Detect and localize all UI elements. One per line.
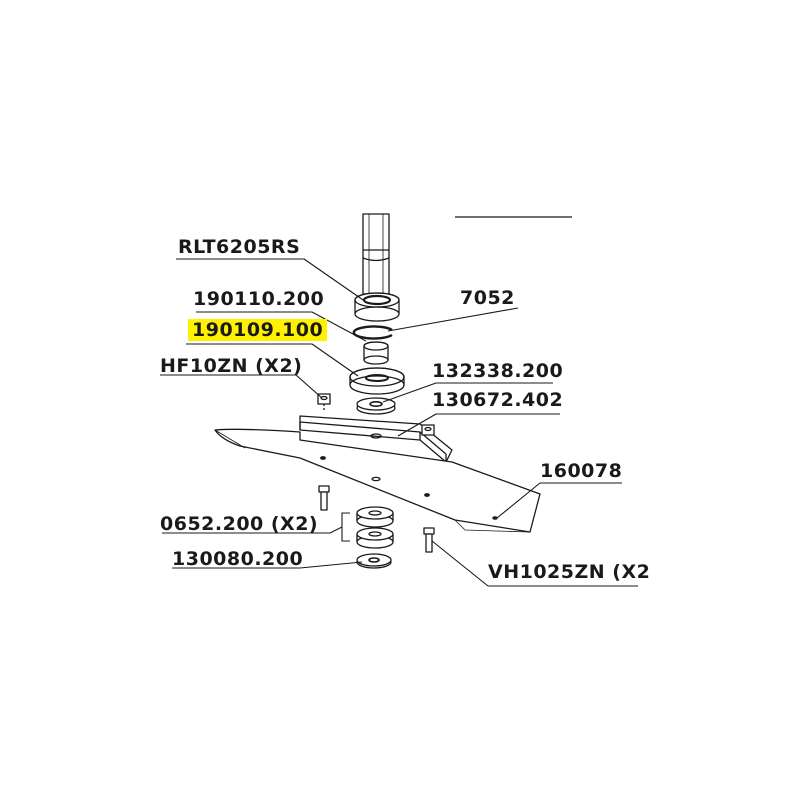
label-blade: 160078: [540, 460, 623, 482]
label-washer-lower: 130080.200: [172, 548, 304, 570]
shaft: [362, 213, 390, 295]
label-bolt: VH1025ZN (X2: [488, 561, 651, 583]
leader-lines: [160, 258, 638, 587]
label-bushing-pair: 0652.200 (X2): [160, 513, 319, 535]
label-circlip: 7052: [460, 287, 515, 309]
bushing-upper: [356, 506, 394, 528]
label-hub: 132338.200: [432, 360, 564, 382]
label-spacer-highlighted: 190109.100: [188, 319, 328, 341]
bolt-right: [423, 527, 435, 553]
label-washer-upper: 130672.402: [432, 389, 564, 411]
hub-flange: [349, 367, 405, 395]
nut-right: [421, 424, 435, 436]
circlip: [352, 325, 393, 340]
spacer-sleeve: [363, 341, 389, 365]
bolt-left: [318, 485, 330, 511]
label-sleeve: 190110.200: [193, 288, 325, 310]
bearing: [354, 292, 400, 322]
bushing-lower: [356, 527, 394, 549]
highlight-marker: 190109.100: [188, 319, 328, 341]
blade: [214, 428, 541, 533]
lower-washer: [356, 553, 392, 569]
label-bearing: RLT6205RS: [178, 236, 301, 258]
label-nut: HF10ZN (X2): [160, 355, 303, 377]
nut-left: [317, 393, 331, 412]
group-bracket: [341, 512, 350, 542]
upper-washer: [356, 397, 396, 415]
